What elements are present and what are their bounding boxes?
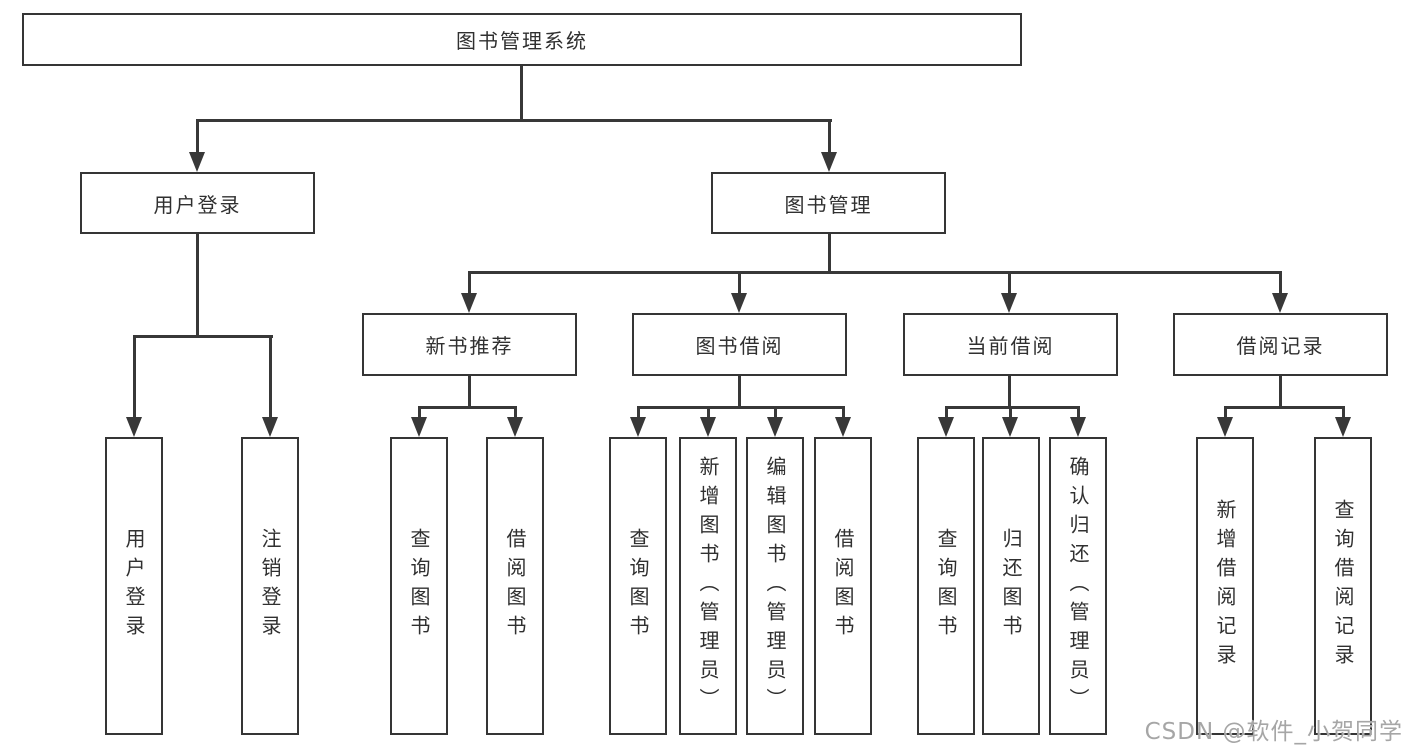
connector-tail — [1279, 271, 1282, 295]
connector-level3-branch — [468, 271, 1282, 274]
node-root: 图书管理系统 — [22, 13, 1022, 66]
leaf-current-return: 归还图书 — [982, 437, 1040, 735]
node-user-login-group: 用户登录 — [80, 172, 315, 234]
node-book-borrow: 图书借阅 — [632, 313, 847, 376]
connector-tail — [1009, 406, 1012, 419]
arrow-down-icon — [731, 293, 747, 313]
arrow-down-icon — [262, 417, 278, 437]
arrow-down-icon — [1070, 417, 1086, 437]
leaf-records-add: 新增借阅记录 — [1196, 437, 1254, 735]
connector-bookborrow-stem — [738, 376, 741, 408]
csdn-watermark: CSDN @软件_小贺同学 — [1144, 719, 1403, 745]
connector-currentborrow-stem — [1008, 376, 1011, 408]
connector-records-stem — [1279, 376, 1282, 408]
connector-newbook-branch — [418, 406, 517, 409]
leaf-borrow-add-admin: 新增图书（管理员） — [679, 437, 737, 735]
connector-tail — [637, 406, 640, 419]
leaf-user-login: 用户登录 — [105, 437, 163, 735]
connector-bookmgmt-stem — [828, 234, 831, 273]
leaf-borrow-query: 查询图书 — [609, 437, 667, 735]
connector-level1-branch — [196, 119, 832, 122]
leaf-newbook-query: 查询图书 — [390, 437, 448, 735]
arrow-down-icon — [461, 293, 477, 313]
arrow-down-icon — [1002, 417, 1018, 437]
leaf-logout: 注销登录 — [241, 437, 299, 735]
connector-currentborrow-branch — [945, 406, 1080, 409]
node-current-borrow: 当前借阅 — [903, 313, 1118, 376]
arrow-down-icon — [126, 417, 142, 437]
leaf-borrow-borrow: 借阅图书 — [814, 437, 872, 735]
connector-tail — [269, 335, 272, 419]
connector-tail — [418, 406, 421, 419]
connector-tail — [1342, 406, 1345, 419]
connector-tail — [707, 406, 710, 419]
arrow-down-icon — [1217, 417, 1233, 437]
connector-tail — [738, 271, 741, 295]
leaf-borrow-edit-admin: 编辑图书（管理员） — [746, 437, 804, 735]
connector-bookborrow-branch — [637, 406, 845, 409]
connector-tail — [196, 119, 199, 155]
arrow-down-icon — [938, 417, 954, 437]
connector-tail — [1077, 406, 1080, 419]
arrow-down-icon — [700, 417, 716, 437]
arrow-down-icon — [189, 152, 205, 172]
connector-tail — [945, 406, 948, 419]
connector-tail — [468, 271, 471, 295]
leaf-records-query: 查询借阅记录 — [1314, 437, 1372, 735]
connector-records-branch — [1224, 406, 1345, 409]
connector-tail — [1008, 271, 1011, 295]
arrow-down-icon — [821, 152, 837, 172]
leaf-current-query: 查询图书 — [917, 437, 975, 735]
arrow-down-icon — [507, 417, 523, 437]
connector-tail — [842, 406, 845, 419]
arrow-down-icon — [411, 417, 427, 437]
arrow-down-icon — [1272, 293, 1288, 313]
connector-userlogin-stem — [196, 234, 199, 337]
node-new-book-recommend: 新书推荐 — [362, 313, 577, 376]
connector-root-stem — [520, 66, 523, 121]
arrow-down-icon — [1335, 417, 1351, 437]
node-book-management: 图书管理 — [711, 172, 946, 234]
connector-tail — [828, 119, 831, 155]
arrow-down-icon — [767, 417, 783, 437]
connector-tail — [1224, 406, 1227, 419]
node-borrow-records: 借阅记录 — [1173, 313, 1388, 376]
connector-tail — [774, 406, 777, 419]
connector-tail — [133, 335, 136, 419]
connector-userlogin-branch — [133, 335, 273, 338]
connector-tail — [514, 406, 517, 419]
arrow-down-icon — [835, 417, 851, 437]
arrow-down-icon — [1001, 293, 1017, 313]
leaf-newbook-borrow: 借阅图书 — [486, 437, 544, 735]
leaf-current-confirm-admin: 确认归还（管理员） — [1049, 437, 1107, 735]
connector-newbook-stem — [468, 376, 471, 408]
arrow-down-icon — [630, 417, 646, 437]
